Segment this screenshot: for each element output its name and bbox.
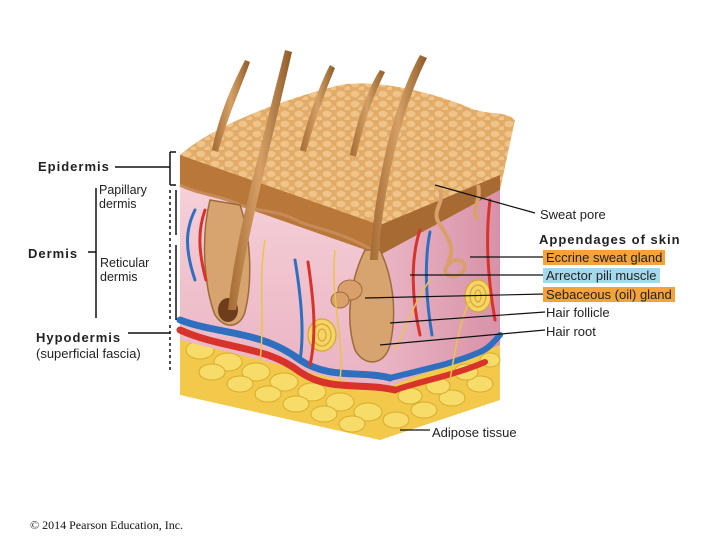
copyright-notice: © 2014 Pearson Education, Inc. (30, 518, 183, 533)
label-hair-follicle: Hair follicle (546, 305, 610, 320)
label-eccrine-sweat-gland: Eccrine sweat gland (543, 250, 665, 265)
label-sweat-pore: Sweat pore (540, 207, 606, 222)
label-arrector-pili-muscle: Arrector pili muscle (543, 268, 660, 283)
label-dermis: Dermis (28, 246, 78, 261)
label-hair-root: Hair root (546, 324, 596, 339)
label-papillary-dermis: Papillary dermis (99, 183, 159, 211)
label-sebaceous-gland: Sebaceous (oil) gland (543, 287, 675, 302)
label-hypodermis: Hypodermis (36, 330, 121, 345)
label-appendages-heading: Appendages of skin (539, 232, 681, 247)
label-adipose-tissue: Adipose tissue (432, 425, 517, 440)
label-epidermis: Epidermis (38, 159, 110, 174)
label-reticular-dermis: Reticular dermis (100, 256, 160, 284)
label-superficial-fascia: (superficial fascia) (36, 346, 141, 361)
